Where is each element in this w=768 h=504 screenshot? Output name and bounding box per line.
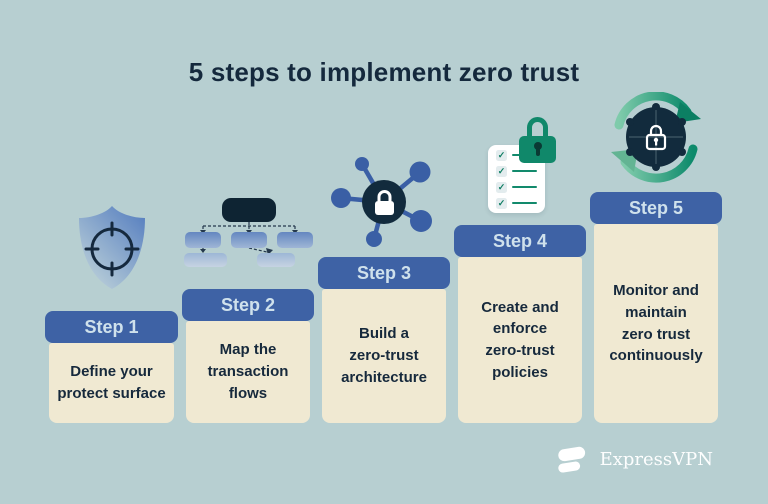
- checklist-card: ✓ ✓ ✓ ✓: [488, 145, 545, 213]
- step-3-body: Build a zero-trust architecture: [322, 289, 446, 423]
- step-2-header: Step 2: [182, 289, 314, 321]
- step-2-description: Map the transaction flows: [207, 341, 289, 402]
- sync-lock-icon: [608, 91, 704, 184]
- step-2-label: Step 2: [220, 294, 276, 315]
- brand-name: ExpressVPN: [599, 448, 713, 470]
- step-4-label: Step 4: [492, 230, 548, 251]
- step-2-body: Map the transaction flows: [186, 321, 310, 423]
- step-4-column: Step 4 Create and enforce zero-trust pol…: [454, 225, 586, 423]
- checklist-lock-icon: ✓ ✓ ✓ ✓: [486, 116, 561, 216]
- expressvpn-logo-icon: [557, 446, 585, 473]
- step-2-column: Step 2 Map the transaction flows: [182, 289, 314, 423]
- checkbox-icon: ✓: [496, 149, 507, 161]
- page-title: 5 steps to implement zero trust: [188, 57, 580, 88]
- step-3-header: Step 3: [318, 257, 450, 289]
- step-5-header: Step 5: [590, 192, 722, 224]
- step-3-description: Build a zero-trust architecture: [341, 325, 427, 386]
- step-4-header: Step 4: [454, 225, 586, 257]
- checkbox-icon: ✓: [496, 197, 507, 209]
- flowchart-icon: [183, 197, 315, 267]
- step-5-description: Monitor and maintain zero trust continuo…: [609, 282, 703, 365]
- step-1-header: Step 1: [45, 311, 178, 343]
- step-5-body: Monitor and maintain zero trust continuo…: [594, 224, 718, 423]
- step-4-body: Create and enforce zero-trust policies: [458, 257, 582, 423]
- padlock-icon: [519, 117, 557, 163]
- target-shield-icon: [72, 202, 152, 292]
- step-1-description: Define your protect surface: [57, 363, 166, 402]
- step-5-label: Step 5: [628, 197, 684, 218]
- step-3-column: Step 3 Build a zero-trust architecture: [318, 257, 450, 423]
- step-5-column: Step 5 Monitor and maintain zero trust c…: [590, 192, 722, 423]
- step-4-description: Create and enforce zero-trust policies: [481, 298, 559, 381]
- step-1-body: Define your protect surface: [49, 343, 174, 423]
- network-lock-icon: [328, 151, 438, 251]
- brand-footer: ExpressVPN: [553, 443, 713, 475]
- checkbox-icon: ✓: [496, 181, 507, 193]
- step-1-label: Step 1: [84, 316, 139, 337]
- step-1-column: Step 1 Define your protect surface: [45, 311, 178, 423]
- step-3-label: Step 3: [356, 262, 412, 283]
- checkbox-icon: ✓: [496, 165, 507, 177]
